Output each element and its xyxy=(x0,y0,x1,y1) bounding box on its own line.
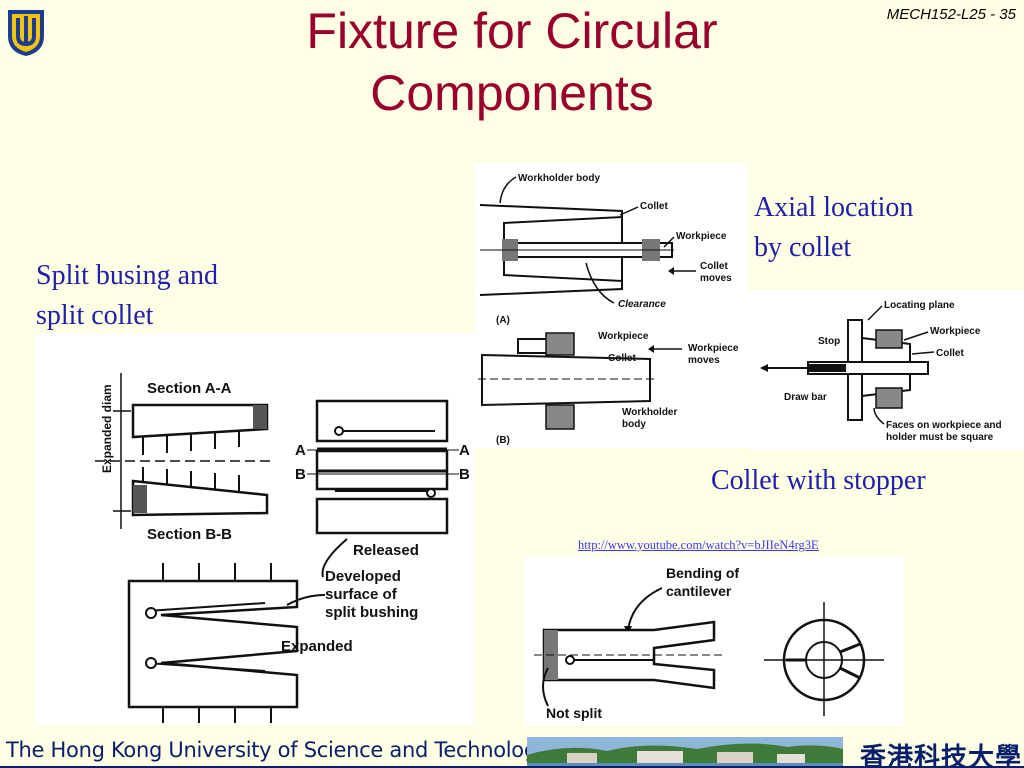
collet-stopper-drawing: Locating plane Stop Workpiece Collet Dra… xyxy=(760,300,1002,443)
collet-label-a: Collet xyxy=(640,201,668,212)
university-crest-logo xyxy=(8,10,44,56)
workpiece-label-a: Workpiece xyxy=(676,231,727,242)
workholder-body-label-b1: Workholder xyxy=(622,407,677,418)
faces-label-1: Faces on workpiece and xyxy=(886,420,1002,431)
label-b-right: B xyxy=(459,466,470,483)
label-b: (B) xyxy=(496,435,510,446)
section-aa-label: Section A-A xyxy=(147,380,232,397)
footer-university-name: The Hong Kong University of Science and … xyxy=(6,738,549,762)
caption-split-bushing: Split busing and split collet xyxy=(36,260,219,331)
footer-divider xyxy=(0,766,1024,768)
title-line-2: Components xyxy=(370,65,654,121)
split-bushing-drawing: Expanded diam Section A-A Section B-B A … xyxy=(95,373,470,723)
developed-label-2: surface of xyxy=(325,586,398,603)
slide-number: MECH152-L25 - 35 xyxy=(886,6,1016,23)
label-a: (A) xyxy=(496,315,510,326)
draw-bar-label: Draw bar xyxy=(784,392,827,403)
cantilever-collet-drawing: Bending of cantilever Not split xyxy=(534,565,884,721)
label-a-left: A xyxy=(295,442,306,459)
not-split-label: Not split xyxy=(546,705,602,721)
caption-collet-stopper: Collet with stopper xyxy=(711,465,926,496)
faces-label-2: holder must be square xyxy=(886,432,994,443)
workholder-body-label: Workholder body xyxy=(518,173,600,184)
figure-cantilever-collet: Bending of cantilever Not split xyxy=(524,556,904,726)
title-line-1: Fixture for Circular xyxy=(306,3,718,59)
expanded-label: Expanded xyxy=(281,638,353,655)
workholder-body-label-b2: body xyxy=(622,419,646,430)
workpiece-label-b: Workpiece xyxy=(598,331,649,342)
workpiece-label-c: Workpiece xyxy=(930,326,981,337)
bending-label-2: cantilever xyxy=(666,583,732,599)
workpiece-moves-label-2: moves xyxy=(688,355,720,366)
campus-photo xyxy=(527,737,843,768)
bending-label-1: Bending of xyxy=(666,565,739,581)
slide-title: Fixture for Circular Components xyxy=(0,0,1024,124)
collet-moves-label-2: moves xyxy=(700,273,732,284)
stop-label: Stop xyxy=(818,336,840,347)
figure-split-bushing: Expanded diam Section A-A Section B-B A … xyxy=(35,333,475,725)
locating-plane-label: Locating plane xyxy=(884,300,955,311)
caption-axial-location: Axial location by collet xyxy=(754,192,914,263)
expanded-diam-label: Expanded diam xyxy=(100,384,114,473)
released-label: Released xyxy=(353,542,419,559)
youtube-link[interactable]: http://www.youtube.com/watch?v=bJIIeN4rg… xyxy=(578,538,819,552)
collet-label-b: Collet xyxy=(608,353,636,364)
label-a-right: A xyxy=(459,442,470,459)
clearance-label: Clearance xyxy=(618,299,666,310)
collet-moves-label-1: Collet xyxy=(700,261,728,272)
developed-label-1: Developed xyxy=(325,568,401,585)
footer-chinese-name: 香港科技大學 xyxy=(860,743,1023,768)
figure-axial-location: Workholder body Collet Workpiece Collet … xyxy=(474,163,748,448)
developed-label-3: split bushing xyxy=(325,604,418,621)
axial-location-drawing: Workholder body Collet Workpiece Collet … xyxy=(478,173,739,446)
figure-collet-stopper: Locating plane Stop Workpiece Collet Dra… xyxy=(748,290,1024,450)
label-b-left: B xyxy=(295,466,306,483)
collet-label-c: Collet xyxy=(936,348,964,359)
section-bb-label: Section B-B xyxy=(147,526,232,543)
workpiece-moves-label-1: Workpiece xyxy=(688,343,739,354)
